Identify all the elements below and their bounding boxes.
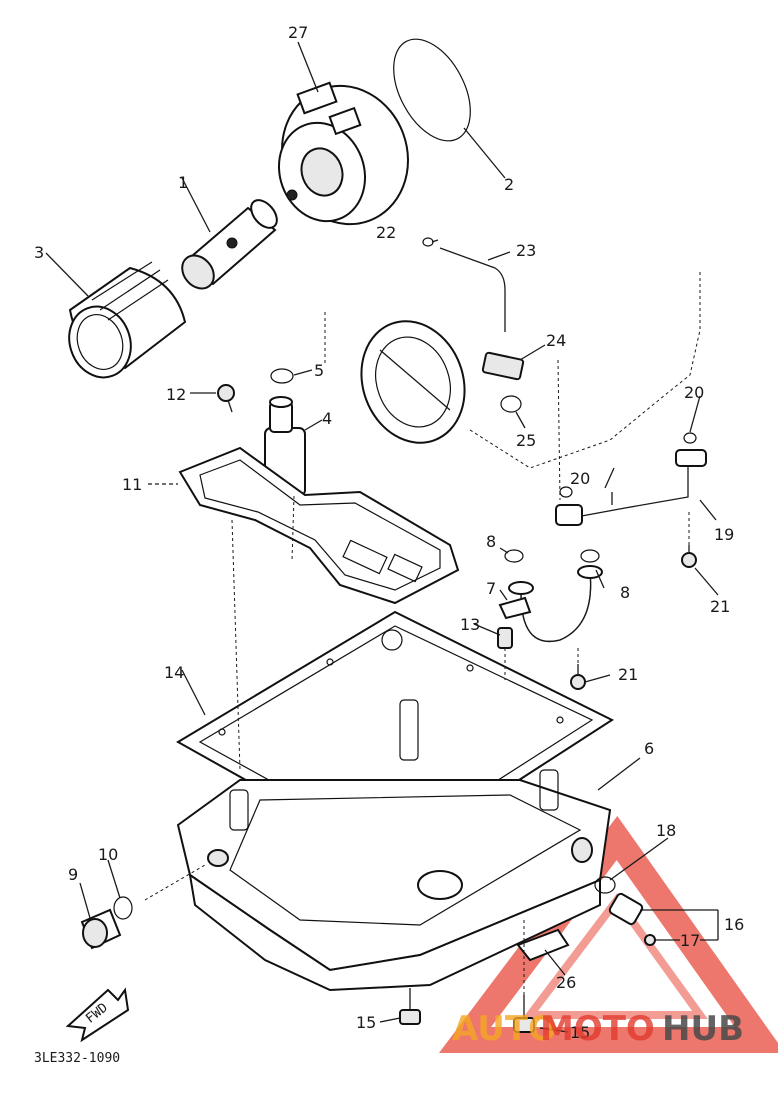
callout-17: 17 — [680, 931, 700, 950]
oil-delivery-pipe — [555, 449, 707, 526]
callout-10: 10 — [98, 845, 118, 864]
oil-filter — [68, 261, 187, 379]
fwd-arrow-icon: FWD — [65, 987, 130, 1043]
bolt-12 — [217, 384, 235, 413]
callout-12: 12 — [166, 385, 186, 404]
bolt-21b — [570, 664, 586, 690]
callout-3: 3 — [34, 243, 44, 262]
callout-14: 14 — [164, 663, 184, 682]
oil-pan — [176, 699, 612, 992]
callout-21b: 21 — [618, 665, 638, 684]
callout-13: 13 — [460, 615, 480, 634]
gasket-10 — [113, 896, 133, 920]
oil-cooler-housing — [277, 81, 409, 226]
o-ring-22 — [422, 237, 434, 247]
o-ring-8a — [504, 549, 524, 563]
callout-4: 4 — [322, 409, 332, 428]
o-ring-20a — [559, 486, 573, 498]
watermark-text: AUTO MOTO HUB — [452, 1009, 744, 1049]
bracket-24 — [481, 351, 525, 381]
callout-19: 19 — [714, 525, 734, 544]
callout-18: 18 — [656, 821, 676, 840]
o-ring-20b — [683, 432, 697, 444]
bolt-17 — [644, 934, 656, 946]
bolt-15a — [399, 988, 421, 1025]
callout-2: 2 — [504, 175, 514, 194]
callout-24: 24 — [546, 331, 566, 350]
drain-bolt — [80, 908, 122, 950]
callout-22: 22 — [376, 223, 396, 242]
strainer-gasket — [178, 446, 460, 605]
callout-6: 6 — [644, 739, 654, 758]
callout-20b: 20 — [684, 383, 704, 402]
plug-16 — [608, 892, 644, 926]
leader-lines — [45, 41, 719, 1033]
o-ring-small — [270, 368, 294, 384]
clip-25 — [500, 395, 522, 413]
callout-25: 25 — [516, 431, 536, 450]
crankcase-disc — [360, 320, 466, 444]
union-bolt — [181, 199, 278, 290]
callout-27: 27 — [288, 23, 308, 42]
callout-8b: 8 — [620, 583, 630, 602]
callout-26: 26 — [556, 973, 576, 992]
callout-labels: 27 2 1 3 22 23 24 5 12 4 25 20 11 20 19 … — [34, 23, 744, 1042]
o-ring-8b — [580, 549, 600, 563]
bolt-21a — [681, 545, 697, 568]
callout-23: 23 — [516, 241, 536, 260]
callout-11: 11 — [122, 475, 142, 494]
diagram-code: 3LE332-1090 — [34, 1051, 120, 1066]
bolt-15b — [513, 995, 535, 1033]
bracket-26 — [516, 928, 570, 962]
o-ring-large — [393, 38, 471, 142]
callout-8a: 8 — [486, 532, 496, 551]
callout-7: 7 — [486, 579, 496, 598]
callout-15a: 15 — [356, 1013, 376, 1032]
callout-1: 1 — [178, 173, 188, 192]
callout-5: 5 — [314, 361, 324, 380]
callout-21a: 21 — [710, 597, 730, 616]
callout-16: 16 — [724, 915, 744, 934]
u-pipe — [498, 565, 603, 642]
watermark-hub: HUB — [662, 1009, 744, 1049]
callout-20a: 20 — [570, 469, 590, 488]
gasket-18 — [594, 876, 616, 894]
callout-15b: 15 — [570, 1023, 590, 1042]
breather-pipe — [439, 247, 506, 332]
watermark-auto: AUTO — [452, 1009, 557, 1049]
dowel-13 — [497, 627, 513, 649]
callout-9: 9 — [68, 865, 78, 884]
watermark-moto: MOTO — [540, 1009, 655, 1049]
